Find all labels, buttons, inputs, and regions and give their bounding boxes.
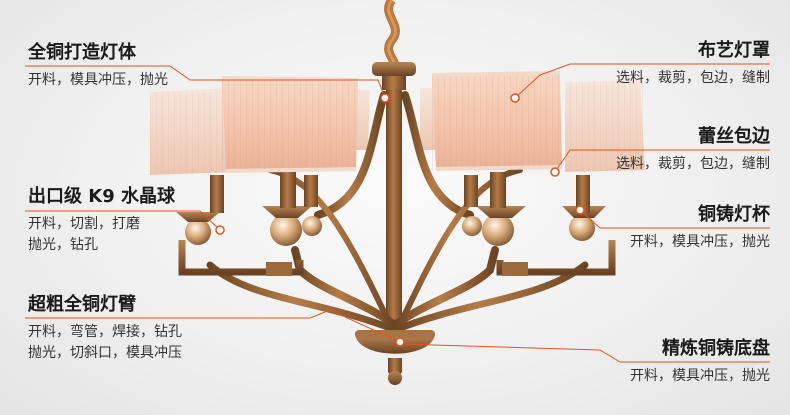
callout-leaders bbox=[25, 63, 770, 363]
callout-shade: 布艺灯罩 选料，裁剪，包边，缝制 bbox=[616, 40, 770, 89]
callout-cup: 铜铸灯杯 开料，模具冲压，抛光 bbox=[630, 204, 770, 253]
callout-title: 精炼铜铸底盘 bbox=[662, 338, 770, 359]
callout-copper-body: 全铜打造灯体 开料，模具冲压，抛光 bbox=[28, 42, 168, 91]
square-frame bbox=[178, 240, 616, 276]
callout-text: 抛光，切斜口，模具冲压 bbox=[28, 345, 182, 361]
callout-text: 抛光，钻孔 bbox=[28, 237, 98, 253]
callout-text: 开料，模具冲压，抛光 bbox=[28, 72, 168, 88]
callout-text: 开料，切割，打磨 bbox=[28, 216, 140, 232]
callout-text: 开料，弯管，焊接，钻孔 bbox=[28, 324, 182, 340]
callout-dots bbox=[215, 93, 585, 347]
callout-title: 布艺灯罩 bbox=[698, 40, 770, 61]
base-bowl bbox=[355, 330, 435, 385]
callout-title: 超粗全铜灯臂 bbox=[28, 294, 136, 315]
callout-title: 蕾丝包边 bbox=[698, 126, 770, 147]
front-shades bbox=[221, 71, 563, 173]
callout-text: 开料，模具冲压，抛光 bbox=[630, 368, 770, 384]
callout-crystal: 出口级 K9 水晶球 开料，切割，打磨 抛光，钻孔 bbox=[28, 186, 175, 256]
crystal-balls bbox=[185, 214, 595, 246]
callout-lace: 蕾丝包边 选料，裁剪，包边，缝制 bbox=[616, 126, 770, 175]
callout-title: 全铜打造灯体 bbox=[28, 42, 136, 63]
callout-title: 铜铸灯杯 bbox=[698, 204, 770, 225]
callout-text: 选料，裁剪，包边，缝制 bbox=[616, 70, 770, 86]
callout-arm: 超粗全铜灯臂 开料，弯管，焊接，钻孔 抛光，切斜口，模具冲压 bbox=[28, 294, 182, 364]
candle-sleeves bbox=[210, 172, 590, 213]
callout-text: 选料，裁剪，包边，缝制 bbox=[616, 156, 770, 172]
central-column bbox=[372, 62, 416, 330]
callout-title: 出口级 K9 水晶球 bbox=[28, 186, 176, 207]
callout-text: 开料，模具冲压，抛光 bbox=[630, 234, 770, 250]
callout-base: 精炼铜铸底盘 开料，模具冲压，抛光 bbox=[630, 338, 770, 387]
back-shades bbox=[150, 80, 645, 175]
